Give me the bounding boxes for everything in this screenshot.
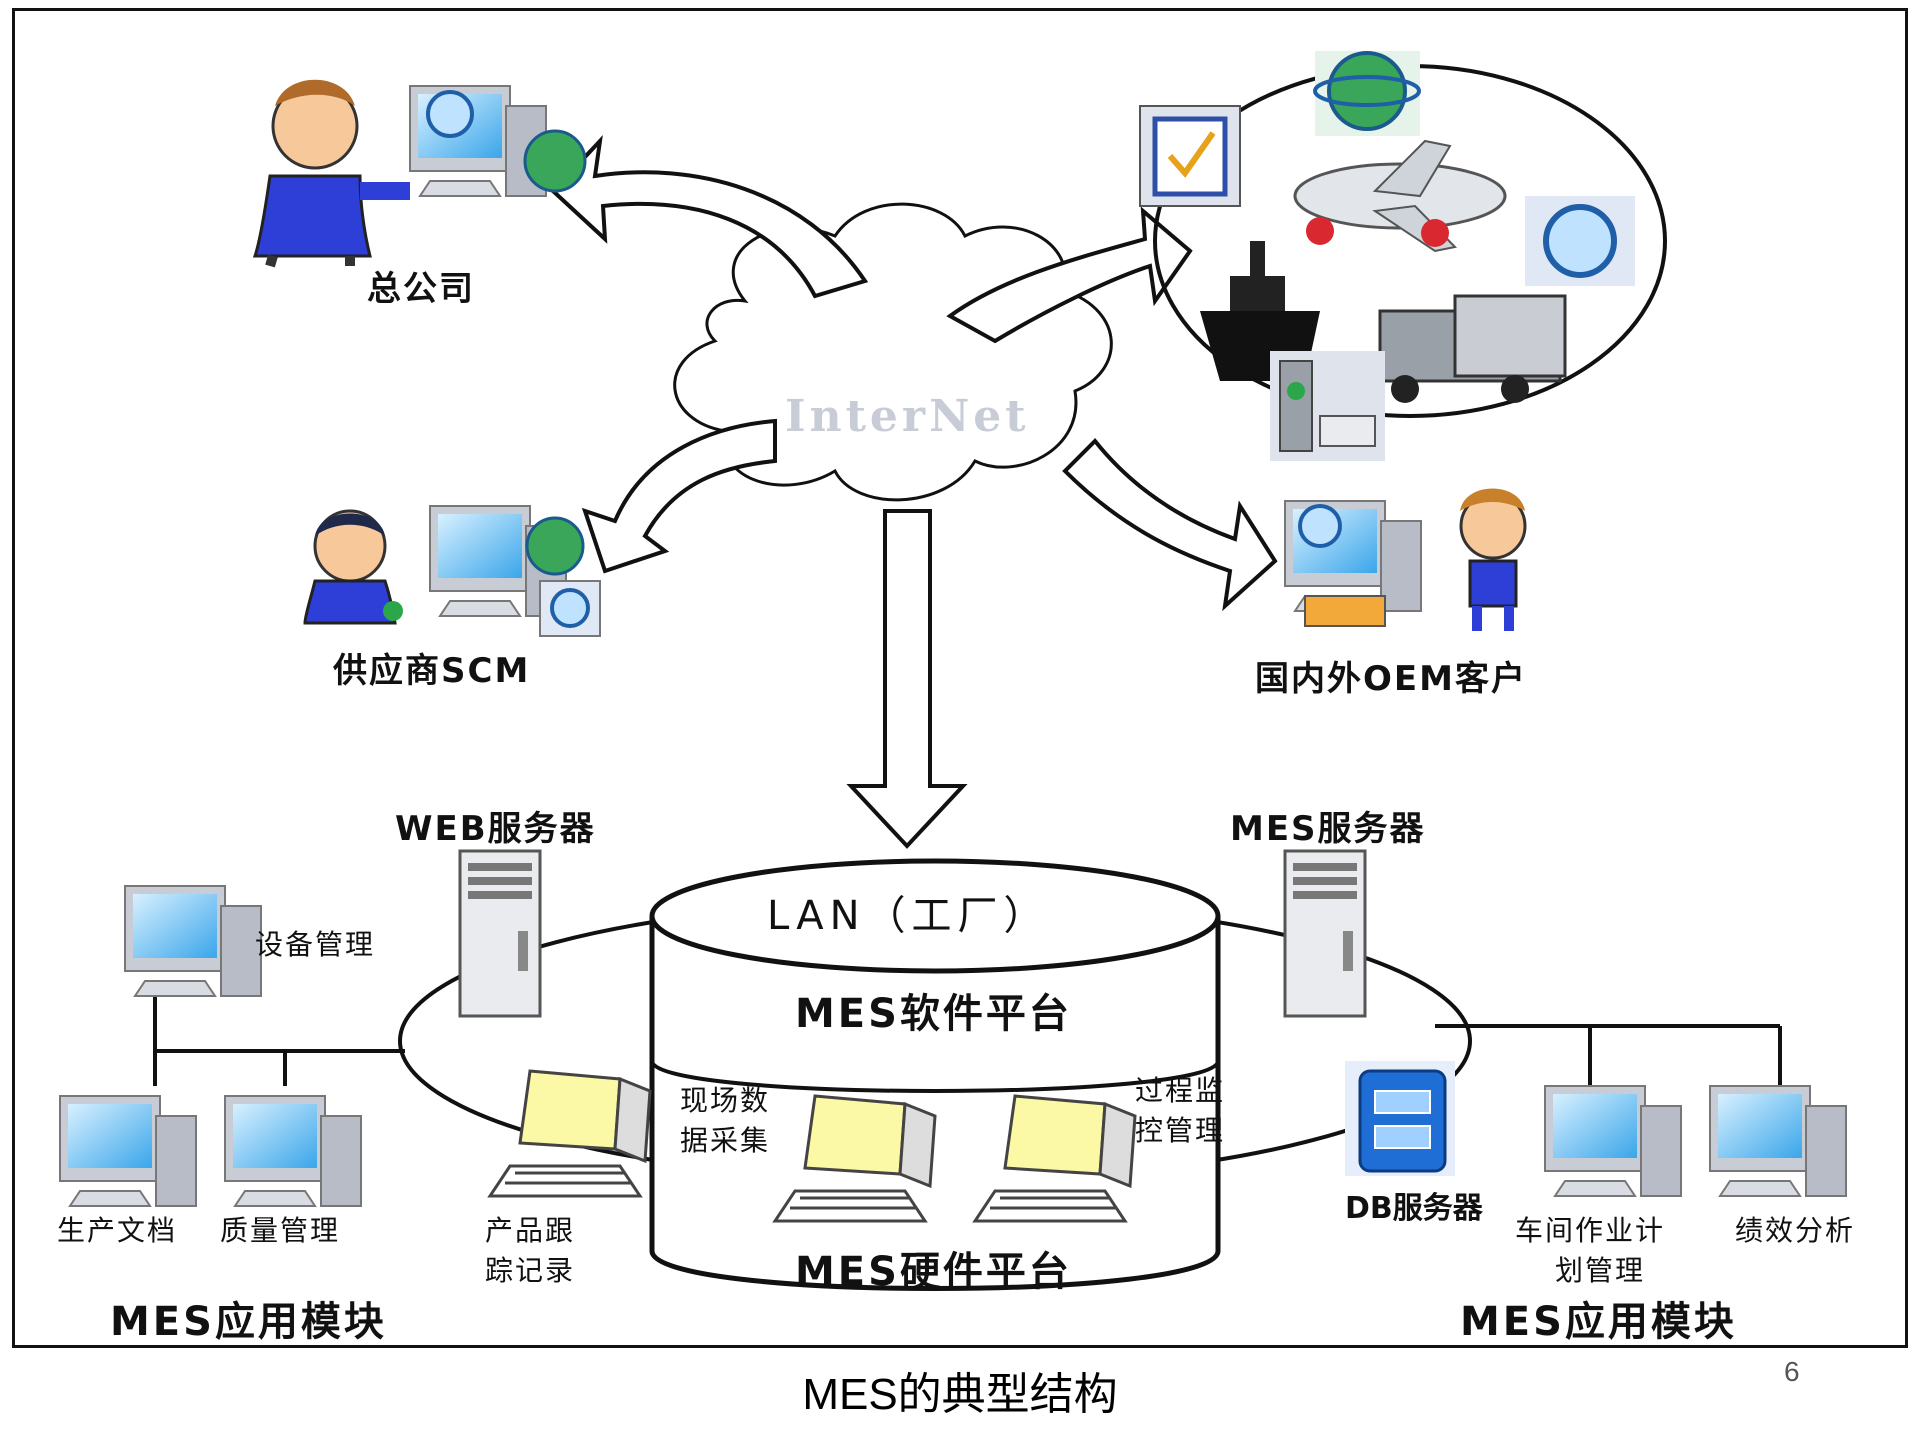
web-server-label: WEB服务器 — [395, 809, 596, 849]
web-server-icon — [458, 849, 542, 1018]
quality-mgmt-computer-icon — [224, 1095, 362, 1207]
quality-mgmt-label: 质量管理 — [220, 1214, 341, 1247]
page-number: 6 — [1784, 1356, 1800, 1387]
product-record-label-line1: 产品跟 — [485, 1214, 576, 1247]
app-module-left-label: MES应用模块 — [110, 1299, 387, 1345]
right-network-bus — [1435, 1024, 1782, 1086]
product-record-label-line2: 踪记录 — [485, 1254, 576, 1287]
app-module-right-label: MES应用模块 — [1460, 1299, 1737, 1345]
figure-caption: MES的典型结构 — [802, 1370, 1118, 1419]
mes-server-icon — [1283, 849, 1367, 1018]
workshop-planning-label-line2: 划管理 — [1555, 1254, 1646, 1287]
production-docs-computer-icon — [59, 1095, 197, 1207]
supplier-computer-icon — [429, 505, 601, 637]
arrow-to-oem — [1062, 438, 1278, 612]
production-docs-label: 生产文档 — [57, 1214, 178, 1247]
globe-icon — [1313, 51, 1421, 136]
internet-label: InterNet — [785, 391, 1030, 442]
db-server-label: DB服务器 — [1345, 1191, 1483, 1226]
field-data-label-line2: 据采集 — [680, 1124, 771, 1157]
arrow-internet-to-lan — [846, 509, 968, 849]
mes-architecture-diagram — [59, 51, 1847, 1291]
supplier-person-icon — [303, 509, 403, 625]
lan-label: LAN（工厂） — [767, 893, 1050, 939]
workshop-planning-computer-icon — [1544, 1085, 1682, 1197]
mes-server-label: MES服务器 — [1230, 809, 1426, 849]
head-office-computer-icon — [409, 85, 587, 197]
workshop-planning-label-line1: 车间作业计 — [1515, 1214, 1666, 1247]
hardware-platform-label: MES硬件平台 — [795, 1249, 1072, 1295]
oem-computer-icon — [1284, 500, 1422, 627]
supplier-label: 供应商SCM — [333, 651, 531, 691]
head-office-label: 总公司 — [367, 269, 475, 309]
truck-icon — [1378, 294, 1567, 403]
performance-analysis-computer-icon — [1709, 1085, 1847, 1197]
process-monitor-label-line1: 过程监 — [1135, 1074, 1226, 1107]
db-server-icon — [1345, 1061, 1455, 1176]
checklist-icon — [1139, 105, 1241, 207]
oem-person-icon — [1459, 488, 1527, 631]
left-network-bus — [153, 986, 405, 1086]
mobile-phone-icon — [1270, 351, 1385, 461]
performance-analysis-label: 绩效分析 — [1735, 1214, 1856, 1247]
airplane-icon — [1293, 139, 1507, 253]
product-tracking-terminal-icon — [488, 1069, 652, 1198]
arrow-to-supplier — [581, 418, 777, 574]
diagram-frame: 总公司 供应商SCM 国内外OEM客户 InterNet WEB服务器 MES服… — [12, 8, 1908, 1348]
software-platform-label: MES软件平台 — [795, 991, 1072, 1037]
equipment-mgmt-computer-icon — [124, 885, 262, 997]
equipment-mgmt-label: 设备管理 — [255, 928, 376, 961]
arrow-to-head-office — [550, 135, 869, 299]
oem-customer-label: 国内外OEM客户 — [1255, 659, 1527, 699]
field-data-label-line1: 现场数 — [680, 1084, 771, 1117]
arrow-to-logistics — [946, 206, 1193, 344]
internet-cloud — [673, 202, 1113, 502]
process-monitor-label-line2: 控管理 — [1135, 1114, 1226, 1147]
head-office-person-icon — [252, 79, 410, 268]
browser-icon — [1525, 196, 1635, 286]
